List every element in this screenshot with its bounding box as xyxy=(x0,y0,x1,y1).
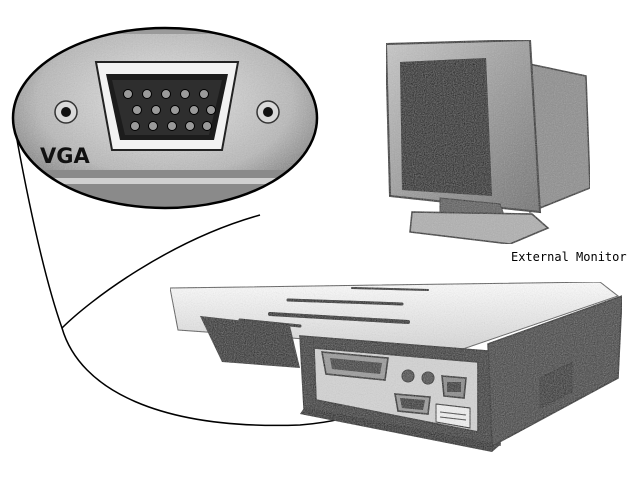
laptop-label-sticker xyxy=(435,403,471,429)
laptop-left-side xyxy=(200,316,300,368)
laptop xyxy=(169,281,623,452)
external-monitor xyxy=(384,38,591,245)
vga-connector-magnified xyxy=(94,61,240,151)
screw-hole-right xyxy=(256,100,280,124)
laptop-bottom-edge xyxy=(300,408,500,452)
screw-hole-left xyxy=(54,100,78,124)
round-port-right xyxy=(421,371,435,385)
external-monitor-label: External Monitor xyxy=(511,250,627,264)
laptop-hinge-ridges xyxy=(238,287,429,328)
round-port-left xyxy=(401,369,415,383)
vga-port xyxy=(394,393,431,415)
leader-line-upper xyxy=(16,139,261,330)
vga-label: VGA xyxy=(40,144,90,168)
vga-magnifier: VGA xyxy=(11,26,319,210)
monitor-stand-base xyxy=(409,211,550,245)
monitor-screen xyxy=(400,58,492,196)
serial-port xyxy=(441,375,467,399)
parallel-port xyxy=(321,351,389,381)
